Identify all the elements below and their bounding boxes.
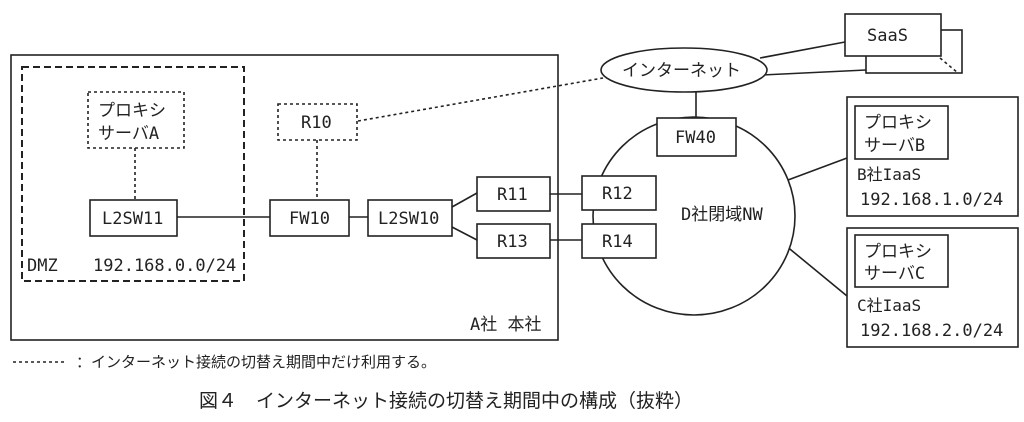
fw10-label: FW10 <box>289 209 330 229</box>
hq-label: A社 本社 <box>470 315 541 335</box>
internet-cloud <box>600 47 768 93</box>
saas-label: SaaS <box>867 26 908 46</box>
link-l2sw10-r11 <box>451 192 478 208</box>
fw40-box <box>656 117 737 157</box>
r10-box <box>277 103 358 141</box>
proxy-c-box <box>854 234 949 288</box>
dotted-r10-internet <box>357 77 604 122</box>
r13-box <box>476 223 551 259</box>
c-iaas-subnet: 192.168.2.0/24 <box>860 321 1003 341</box>
dmz-subnet: 192.168.0.0/24 <box>93 256 236 276</box>
link-internet-saas <box>759 41 846 59</box>
r11-box <box>476 176 551 212</box>
proxy-a-line1: プロキシ <box>98 101 166 121</box>
link-nw-b <box>787 157 848 181</box>
hq-boundary <box>10 54 559 341</box>
link-nw-c <box>784 244 848 297</box>
link-l2sw10-r13 <box>451 226 478 241</box>
l2sw11-box <box>89 199 178 237</box>
r14-label: R14 <box>602 232 633 252</box>
legend-text: ：インターネット接続の切替え期間中だけ利用する。 <box>76 353 436 371</box>
closed-nw-cloud <box>592 116 796 316</box>
l2sw11-label: L2SW11 <box>102 209 163 229</box>
saas-box <box>844 13 942 57</box>
closed-nw-label: D社閉域NW <box>681 205 763 225</box>
r12-label: R12 <box>602 184 633 204</box>
fw10-box <box>269 199 350 237</box>
proxy-b-line2: サーバB <box>864 136 925 156</box>
c-iaas-label: C社IaaS <box>857 296 921 315</box>
proxy-a-box <box>87 91 185 149</box>
proxy-b-box <box>854 105 949 160</box>
fw40-label: FW40 <box>675 128 716 148</box>
r14-box <box>581 223 657 259</box>
link-internet-saas-2 <box>761 69 867 76</box>
r13-label: R13 <box>497 232 528 252</box>
proxy-a-line2: サーバA <box>98 124 159 144</box>
proxy-c-line2: サーバC <box>864 264 925 284</box>
b-iaas-subnet: 192.168.1.0/24 <box>860 190 1003 210</box>
r11-label: R11 <box>497 185 528 205</box>
proxy-b-line1: プロキシ <box>864 113 932 133</box>
internet-label: インターネット <box>622 61 741 81</box>
b-iaas-label: B社IaaS <box>857 165 921 184</box>
proxy-c-line1: プロキシ <box>864 242 932 262</box>
saas-back-dots <box>939 57 959 74</box>
dmz-label: DMZ <box>27 256 58 276</box>
r12-box <box>581 175 657 211</box>
r10-label: R10 <box>301 113 332 133</box>
l2sw10-box <box>367 199 453 237</box>
dmz-boundary <box>21 66 245 282</box>
figure-caption: 図４ インターネット接続の切替え期間中の構成（抜粋） <box>199 390 693 412</box>
l2sw10-label: L2SW10 <box>378 209 439 229</box>
